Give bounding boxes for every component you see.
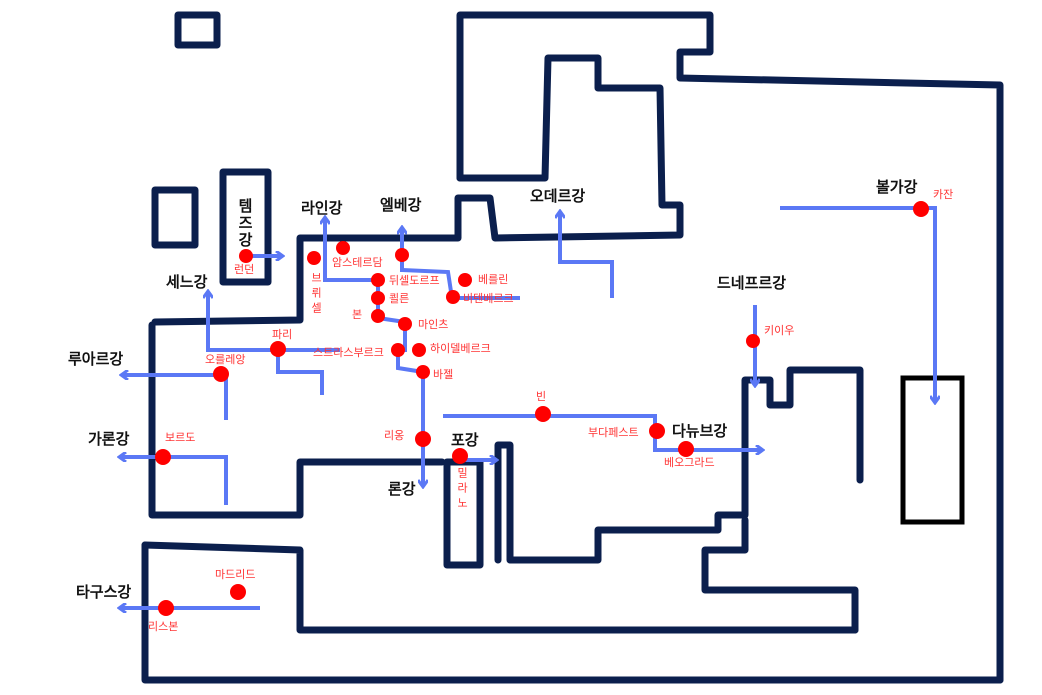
label-danube: 다뉴브강 [672,422,727,440]
river-loire [122,375,228,420]
label-oder: 오데르강 [530,187,585,205]
city-budapest[interactable] [649,423,665,439]
city-dusseldorf[interactable] [371,273,385,287]
city-kyiv[interactable] [746,334,760,348]
coast-north [456,11,1004,684]
label-heidelberg: 하이델베르크 [430,341,491,355]
river-seine-branch [276,350,324,395]
city-milan[interactable] [452,448,468,464]
city-labels: 런던 브뤼셀 암스테르담 뒤셀도르프 쾰른 본 마인츠 스트라스부르크 하이델베… [148,188,953,633]
city-vienna[interactable] [535,406,551,422]
river-garonne [120,457,228,505]
label-lisbon: 리스본 [148,620,178,633]
label-mainz: 마인츠 [418,318,448,331]
label-loire: 루아르강 [68,350,123,368]
cities [155,201,929,616]
city-lisbon[interactable] [158,600,174,616]
label-lyon: 리옹 [384,429,404,442]
river-labels: 템즈강 라인강 엘베강 오데르강 볼가강 세느강 드네프르강 루아르강 가론강 … [68,178,918,601]
label-berlin: 베를린 [478,273,508,286]
label-po: 포강 [451,431,479,449]
island-iceland [174,11,221,49]
label-basel: 바젤 [433,368,453,381]
label-dusseldorf: 뒤셀도르프 [389,274,440,287]
label-thames: 템즈강 [236,197,254,249]
city-paris[interactable] [270,341,286,357]
label-orleans: 오를레앙 [205,353,245,366]
label-cologne: 쾰른 [389,292,409,305]
label-bordeaux: 보르도 [165,431,195,444]
label-budapest: 부다페스트 [588,426,639,439]
city-london[interactable] [239,249,253,263]
caspian-sea [900,375,965,525]
river-volga [780,206,935,402]
island-britain [219,168,272,286]
coast-adriatic [494,366,864,564]
city-wittenberg[interactable] [446,290,460,304]
city-berlin[interactable] [458,273,472,287]
coast-south [141,541,1004,684]
label-kazan: 카잔 [933,188,953,201]
river-rhine-north [325,218,378,282]
label-garonne: 가론강 [88,430,130,448]
label-wittenberg: 비텐베르크 [463,292,514,305]
river-oder [560,212,614,298]
city-bonn[interactable] [371,309,385,323]
city-cologne[interactable] [371,291,385,305]
label-brussels: 브뤼셀 [310,272,323,317]
city-basel[interactable] [416,365,430,379]
coast-baltic [151,54,684,326]
label-madrid: 마드리드 [215,568,255,581]
label-elbe: 엘베강 [380,196,422,214]
river-elbe-east [401,268,520,300]
label-amsterdam: 암스테르담 [332,256,383,269]
label-dnieper: 드네프르강 [717,274,786,292]
city-kazan[interactable] [913,201,929,217]
city-heidelberg[interactable] [412,343,426,357]
city-strasbourg[interactable] [391,343,405,357]
coast-mediterranean [141,541,859,634]
label-kyiv: 키이우 [764,324,794,337]
city-belgrade[interactable] [678,441,694,457]
label-rhone: 론강 [388,480,416,498]
city-bordeaux[interactable] [155,449,171,465]
label-seine: 세느강 [166,273,208,291]
city-orleans[interactable] [213,366,229,382]
label-milan: 밀라노 [456,467,469,512]
coastlines [141,11,1004,684]
city-brussels[interactable] [307,251,321,265]
label-rhine: 라인강 [301,199,343,217]
city-elbe-source[interactable] [395,248,409,262]
label-strasbourg: 스트라스부르크 [313,346,384,359]
coast-greece [701,516,859,634]
label-vienna: 빈 [536,390,546,403]
label-bonn: 본 [352,308,362,321]
city-madrid[interactable] [230,584,246,600]
label-belgrade: 베오그라드 [664,456,715,469]
river-seine [208,292,340,352]
island-ireland [151,186,199,249]
label-volga: 볼가강 [876,178,918,196]
city-lyon[interactable] [415,431,431,447]
label-london: 런던 [234,263,254,276]
city-amsterdam[interactable] [336,241,350,255]
coast-iberia-north [148,321,446,519]
city-mainz[interactable] [398,317,412,331]
label-tagus: 타구스강 [76,583,131,601]
label-paris: 파리 [272,328,292,341]
